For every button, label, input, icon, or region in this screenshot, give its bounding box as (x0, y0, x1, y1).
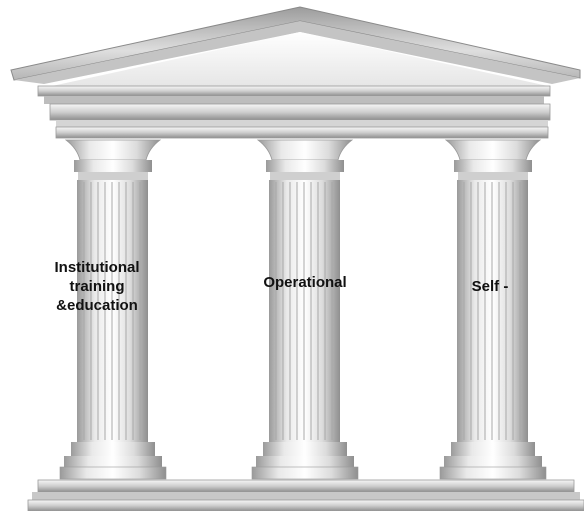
pillar-label-institutional: Institutional training &education (54, 259, 140, 314)
temple-base (27, 479, 584, 511)
pillar-label-operational: Operational (263, 274, 347, 291)
column-3 (439, 139, 547, 480)
column-1 (59, 139, 167, 480)
pillar-label-self: Self - (471, 278, 509, 295)
roof-pediment (10, 6, 581, 86)
entablature (37, 85, 551, 139)
column-2 (251, 139, 359, 480)
